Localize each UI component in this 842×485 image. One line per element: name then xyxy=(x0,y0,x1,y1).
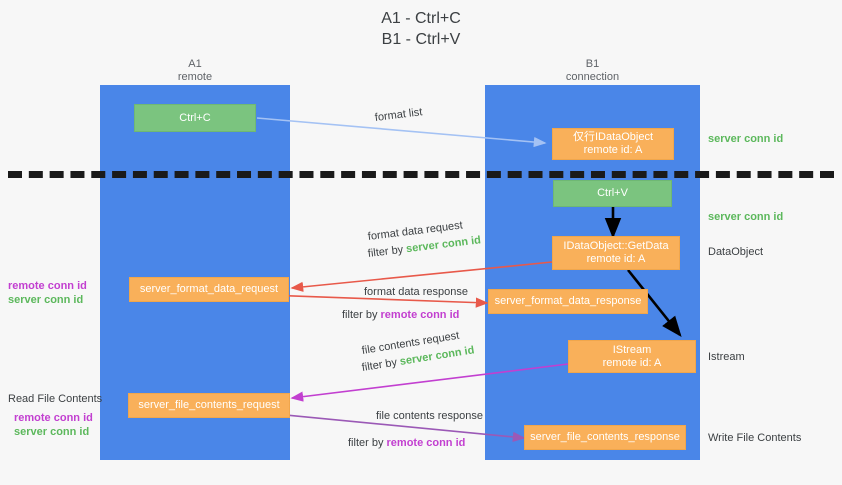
box-idataobject-top-sub: remote id: A xyxy=(583,144,643,156)
annotation-format-data-response-filter: filter by remote conn id xyxy=(342,308,468,323)
left-label-remote-conn-id-2: remote conn id xyxy=(14,412,93,424)
box-ctrl-c-label: Ctrl+C xyxy=(179,111,211,124)
box-istream-sub: remote id: A xyxy=(602,356,662,369)
left-label-group-2: remote conn id server conn id xyxy=(14,411,104,439)
filter-prefix: filter by xyxy=(367,243,407,260)
filter-prefix: filter by xyxy=(360,356,401,374)
title-line-2: B1 - Ctrl+V xyxy=(381,31,461,48)
annotation-format-data-response: format data response filter by remote co… xyxy=(342,285,468,323)
box-server-format-data-request-label: server_format_data_request xyxy=(139,283,279,295)
annotation-file-contents-response: file contents response filter by remote … xyxy=(348,409,484,451)
lane-header-b1: B1 connection xyxy=(485,58,700,84)
annotation-format-list: format list xyxy=(374,105,423,126)
right-label-server-conn-id-1: server conn id xyxy=(708,133,784,145)
annotation-format-list-text: format list xyxy=(374,106,424,124)
box-server-format-data-request[interactable]: server_format_data_request xyxy=(129,277,289,302)
annotation-format-data-request: format data request filter by server con… xyxy=(367,219,482,262)
box-getdata-label: IDataObject::GetData xyxy=(563,240,669,252)
box-getdata[interactable]: IDataObject::GetData remote id: A xyxy=(552,236,680,270)
lane-b1-role: connection xyxy=(565,71,620,83)
box-ctrl-v[interactable]: Ctrl+V xyxy=(553,180,672,207)
box-istream-label: IStream xyxy=(612,343,652,356)
box-idataobject-top[interactable]: 仅行IDataObject remote id: A xyxy=(552,128,674,160)
box-server-file-contents-response[interactable]: server_file_contents_response xyxy=(524,425,686,450)
box-istream[interactable]: IStream remote id: A xyxy=(568,340,696,373)
annotation-file-contents-response-text: file contents response xyxy=(376,410,484,422)
left-label-server-conn-id-1: server conn id xyxy=(8,294,84,306)
left-label-server-conn-id-2: server conn id xyxy=(14,426,90,438)
box-server-format-data-response-label: server_format_data_response xyxy=(494,295,642,307)
phase-divider xyxy=(8,171,834,178)
box-server-format-data-response[interactable]: server_format_data_response xyxy=(488,289,648,314)
box-server-file-contents-request-label: server_file_contents_request xyxy=(138,399,280,411)
box-getdata-sub: remote id: A xyxy=(586,253,646,265)
filter-value-remote-conn-id: remote conn id xyxy=(386,437,466,449)
box-server-file-contents-response-label: server_file_contents_response xyxy=(530,431,680,443)
annotation-format-data-response-text: format data response xyxy=(364,286,468,298)
right-label-istream: Istream xyxy=(708,351,745,363)
filter-value-remote-conn-id: remote conn id xyxy=(380,309,460,321)
box-idataobject-top-label: 仅行IDataObject xyxy=(572,131,654,143)
left-label-remote-conn-id-1: remote conn id xyxy=(8,280,87,292)
right-label-dataobject: DataObject xyxy=(708,246,764,258)
annotation-file-contents-request: file contents request filter by server c… xyxy=(360,330,476,376)
annotation-file-contents-response-filter: filter by remote conn id xyxy=(348,436,483,451)
right-label-write-file-contents: Write File Contents xyxy=(708,432,802,444)
left-label-group-1: remote conn id server conn id xyxy=(8,279,98,307)
filter-prefix: filter by xyxy=(348,437,387,449)
box-ctrl-v-label: Ctrl+V xyxy=(597,187,628,199)
lane-a1-role: remote xyxy=(177,71,213,83)
right-label-server-conn-id-2: server conn id xyxy=(708,211,784,223)
filter-prefix: filter by xyxy=(342,309,381,321)
left-label-read-file-contents: Read File Contents xyxy=(8,393,103,405)
box-ctrl-c[interactable]: Ctrl+C xyxy=(134,104,256,132)
lane-b1-name: B1 xyxy=(585,58,600,70)
page-title: A1 - Ctrl+C B1 - Ctrl+V xyxy=(0,8,842,50)
lane-header-a1: A1 remote xyxy=(100,58,290,84)
box-server-file-contents-request[interactable]: server_file_contents_request xyxy=(128,393,290,418)
title-line-1: A1 - Ctrl+C xyxy=(381,10,461,27)
lane-a1-name: A1 xyxy=(188,58,202,70)
